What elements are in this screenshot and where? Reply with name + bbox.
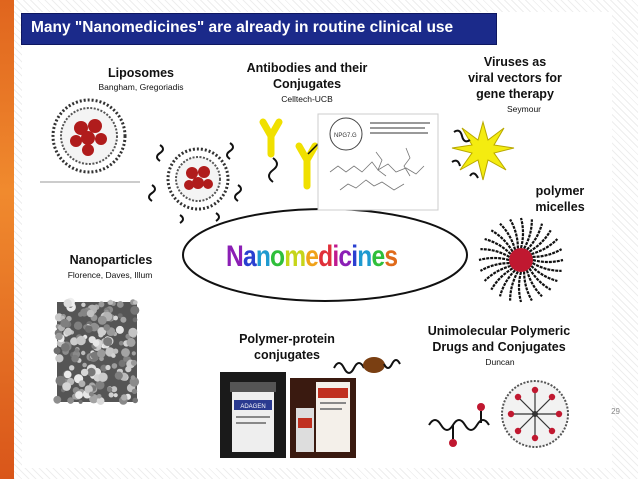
drug-vial-photo-2 <box>290 378 356 458</box>
liposomes-label: Liposomes <box>108 66 174 80</box>
liposome-icon <box>51 98 127 174</box>
slide-title: Many "Nanomedicines" are already in rout… <box>31 19 454 36</box>
polymer-micelles-label: polymer <box>535 184 585 198</box>
nanoparticles-label: Nanoparticles <box>69 253 153 267</box>
unimolecular-label: Unimolecular Polymeric <box>427 324 571 338</box>
nanomedicines-letter: e <box>371 240 385 273</box>
polymer-micelles-label-line2: micelles <box>535 200 585 214</box>
nanomedicines-letter: N <box>226 240 244 273</box>
nanomedicines-letter: n <box>255 240 271 273</box>
nanomedicines-letter: s <box>384 240 398 273</box>
antibodies-authors: Celltech-UCB <box>281 94 333 104</box>
viruses-label-line2: viral vectors for <box>468 71 562 85</box>
micelle-icon <box>478 217 564 303</box>
page-number: 29 <box>611 407 620 416</box>
accent-bar <box>0 0 14 479</box>
polymer-protein-label: Polymer-protein <box>239 332 335 346</box>
nanomedicines-letter: a <box>242 240 257 273</box>
viruses-authors: Seymour <box>506 104 541 114</box>
molecule-structure-icon: NPG7.G <box>317 113 439 211</box>
nanomedicines-letter: n <box>357 240 372 273</box>
nanomedicines-letter: m <box>284 240 306 273</box>
nanomedicines-letter: i <box>351 240 358 273</box>
nanoparticles-authors: Florence, Daves, Illum <box>67 270 153 280</box>
nanomedicines-letter: i <box>332 240 339 273</box>
viruses-label-line3: gene therapy <box>476 87 554 101</box>
targeted-liposome-icon <box>148 142 242 224</box>
title-bar <box>22 14 496 44</box>
drug-vial-photo-1: ADAGEN <box>220 372 286 458</box>
antibodies-label-line2: Conjugates <box>272 77 342 91</box>
antibodies-label: Antibodies and their <box>246 61 368 75</box>
nanomedicines-letter: c <box>338 240 352 273</box>
unimolecular-label-line2: Drugs and Conjugates <box>432 340 566 354</box>
polymer-protein-label-line2: conjugates <box>254 348 320 362</box>
protein-conjugate-icon <box>333 357 401 374</box>
dendrimer-icon <box>501 380 569 448</box>
nanomedicines-letter: e <box>305 240 319 273</box>
divider-line <box>40 181 140 183</box>
nanomedicines-letter: d <box>318 240 333 273</box>
svg-text:ADAGEN: ADAGEN <box>240 404 265 410</box>
nanomedicines-letter: o <box>270 240 285 273</box>
svg-text:NPG7.G: NPG7.G <box>334 133 357 139</box>
liposomes-authors: Bangham, Gregoriadis <box>98 82 184 92</box>
nanomedicines-word: Nanomedicines <box>226 240 398 274</box>
viruses-label: Viruses as <box>483 55 547 69</box>
virus-icon <box>451 120 515 181</box>
polymer-drug-chain-icon <box>428 403 490 447</box>
unimolecular-authors: Duncan <box>485 357 515 367</box>
nanoparticle-micrograph <box>53 297 140 405</box>
